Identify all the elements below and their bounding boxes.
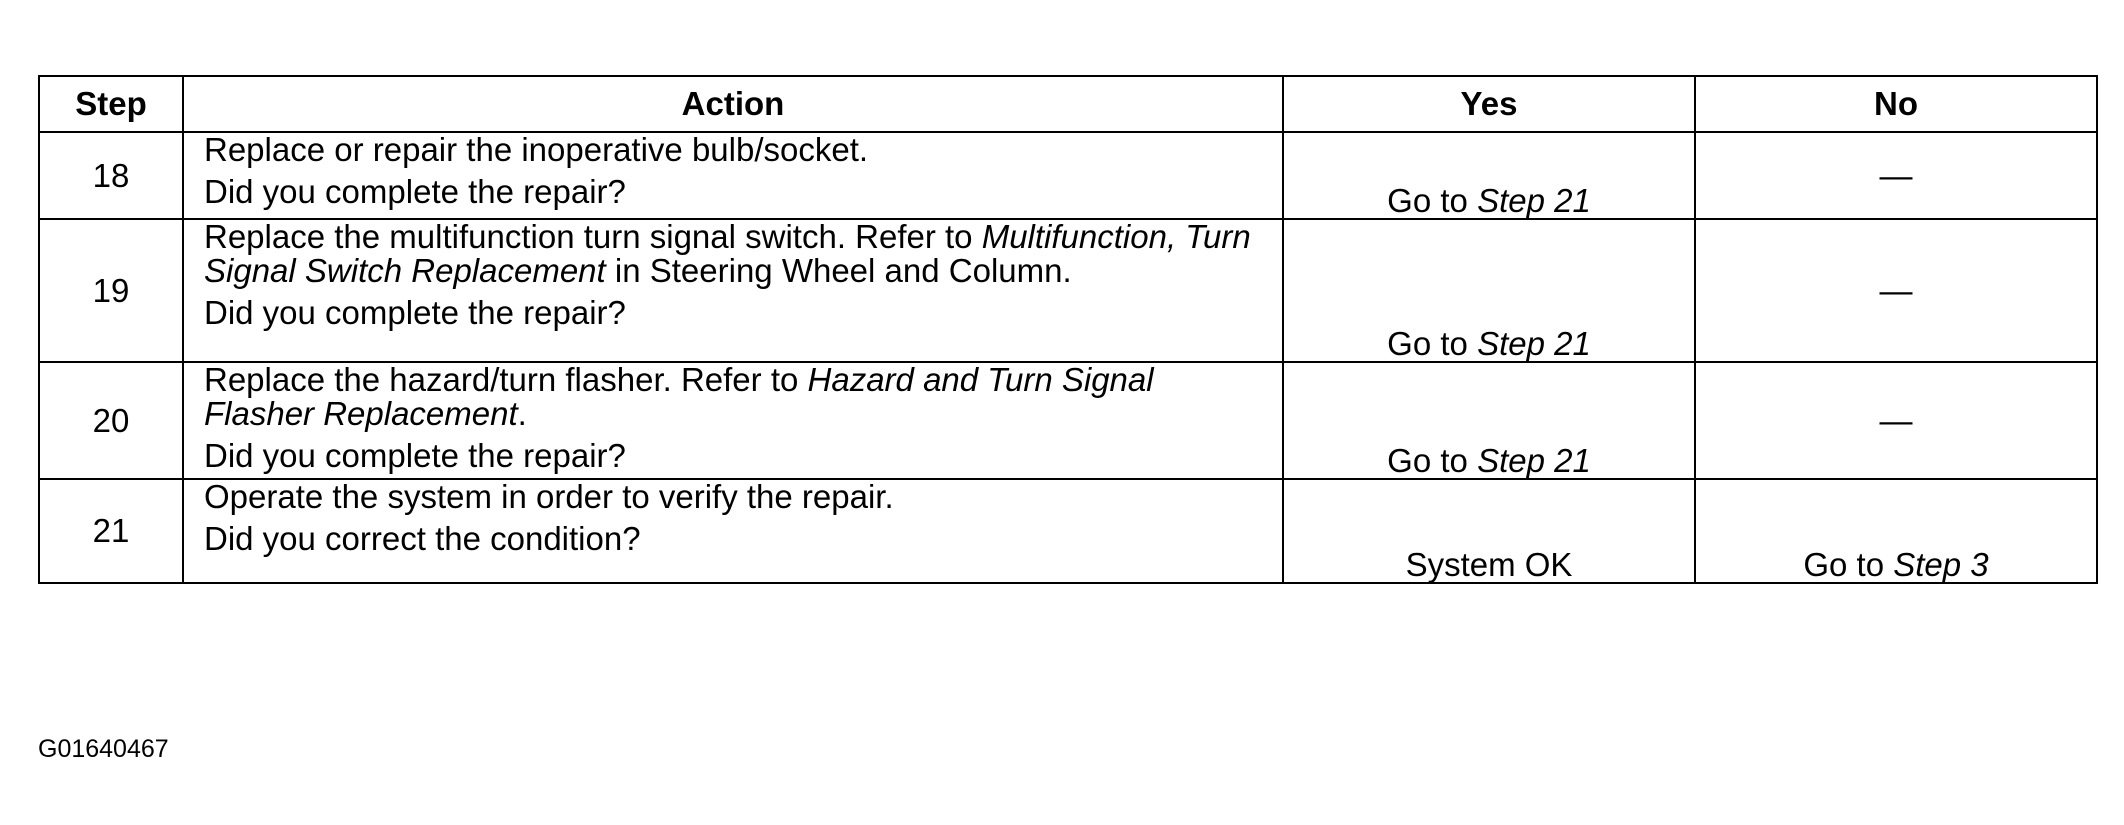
no-cell: Go to Step 3 [1694,478,2098,584]
action-cell: Operate the system in order to verify th… [182,478,1284,584]
instruction-text-continued: in Steering Wheel and Column. [605,252,1072,289]
action-question: Did you complete the repair? [204,173,626,210]
header-no: No [1694,75,2098,133]
yes-cell: Go to Step 21 [1282,218,1696,363]
figure-id: G01640467 [38,735,169,763]
instruction-reference[interactable]: Multifunction, Turn Signal Switch Replac… [204,218,1251,289]
no-cell: — [1694,361,2098,480]
yes-cell: Go to Step 21 [1282,361,1696,480]
no-step-link[interactable]: Step 3 [1893,546,1989,583]
action-cell: Replace the multifunction turn signal sw… [182,218,1284,363]
header-yes: Yes [1282,75,1696,133]
table-row: 19 Replace the multifunction turn signal… [38,218,2098,363]
action-cell: Replace or repair the inoperative bulb/s… [182,131,1284,220]
action-question: Did you correct the condition? [204,520,641,557]
action-question: Did you complete the repair? [204,294,626,331]
table-row: 18 Replace or repair the inoperative bul… [38,131,2098,220]
step-number: 20 [38,361,184,480]
yes-step-link[interactable]: Step 21 [1477,442,1591,479]
yes-prefix: Go to [1387,325,1478,362]
action-cell: Replace the hazard/turn flasher. Refer t… [182,361,1284,480]
instruction-text: Operate the system in order to verify th… [204,478,894,515]
diagnostic-table: Step Action Yes No 18 Replace or repair … [38,75,2098,584]
action-instruction: Operate the system in order to verify th… [204,480,1262,514]
instruction-reference[interactable]: Hazard and Turn Signal Flasher Replaceme… [204,361,1154,432]
no-dash: — [1879,401,1913,439]
instruction-text: Replace the hazard/turn flasher. Refer t… [204,361,808,398]
no-prefix: Go to [1803,546,1894,583]
action-question: Did you complete the repair? [204,437,626,474]
table-header-row: Step Action Yes No [38,75,2098,133]
no-cell: — [1694,131,2098,220]
instruction-text: Replace the multifunction turn signal sw… [204,218,982,255]
no-dash: — [1879,156,1913,194]
yes-step-link[interactable]: Step 21 [1477,325,1591,362]
step-number: 19 [38,218,184,363]
table-row: 20 Replace the hazard/turn flasher. Refe… [38,361,2098,480]
step-number: 18 [38,131,184,220]
yes-step-link[interactable]: Step 21 [1477,182,1591,219]
no-dash: — [1879,271,1913,309]
yes-cell: System OK [1282,478,1696,584]
action-instruction: Replace or repair the inoperative bulb/s… [204,133,1262,167]
action-instruction: Replace the hazard/turn flasher. Refer t… [204,363,1262,431]
instruction-text: Replace or repair the inoperative bulb/s… [204,131,869,168]
yes-cell: Go to Step 21 [1282,131,1696,220]
yes-result: System OK [1405,546,1573,583]
yes-prefix: Go to [1387,442,1478,479]
instruction-text-continued: . [517,395,527,432]
header-step: Step [38,75,184,133]
no-cell: — [1694,218,2098,363]
yes-prefix: Go to [1387,182,1478,219]
step-number: 21 [38,478,184,584]
table-row: 21 Operate the system in order to verify… [38,478,2098,584]
header-action: Action [182,75,1284,133]
action-instruction: Replace the multifunction turn signal sw… [204,220,1262,288]
